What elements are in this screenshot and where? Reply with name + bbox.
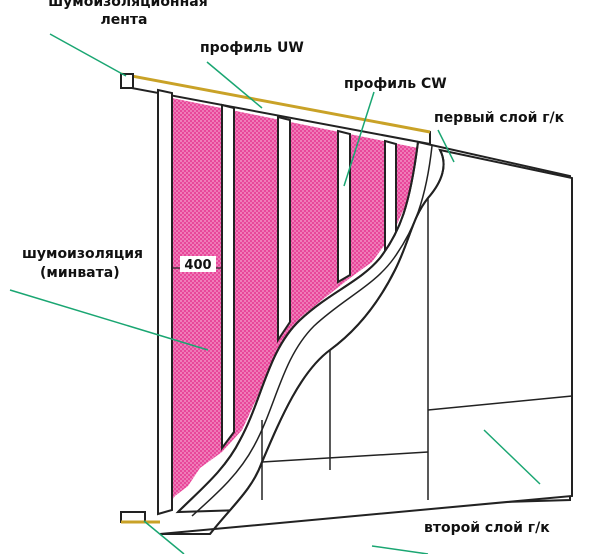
- leader-second-layer: [483, 429, 541, 485]
- top-uw-end: [120, 73, 134, 89]
- leader-bottom-tape: [143, 520, 185, 554]
- first-layer-edge: [177, 141, 419, 513]
- leader-bottom-uw: [371, 545, 429, 554]
- leader-uw: [206, 61, 263, 109]
- leader-noise-tape: [49, 33, 127, 77]
- leader-first-layer: [437, 129, 455, 163]
- label-insulation-2: (минвата): [40, 265, 120, 281]
- label-insulation-1: шумоизоляция: [22, 246, 143, 262]
- label-noise-tape-1: шумоизоляционная: [48, 0, 207, 10]
- cw-stud-4: [337, 129, 351, 284]
- label-noise-tape-2: лента: [101, 12, 148, 28]
- board-joint-horizontal: [427, 395, 573, 411]
- spacing-value: 400: [184, 258, 211, 273]
- spacing-dimension: 400: [171, 256, 223, 274]
- label-second-layer: второй слой г/к: [424, 520, 550, 536]
- cw-stud-1: [157, 88, 173, 516]
- first-layer-edge-inner: [191, 145, 433, 517]
- leader-lines: [9, 33, 541, 554]
- cw-stud-2: [221, 103, 235, 451]
- leader-cw: [343, 91, 375, 187]
- board-joint-lower: [261, 451, 429, 463]
- cw-stud-3: [277, 115, 291, 344]
- label-first-layer: первый слой г/к: [434, 110, 565, 126]
- label-profile-cw: профиль CW: [344, 76, 447, 92]
- label-profile-uw: профиль UW: [200, 40, 304, 56]
- noise-tape-top: [120, 72, 431, 134]
- cw-studs: [157, 88, 397, 516]
- leader-insulation: [9, 289, 209, 351]
